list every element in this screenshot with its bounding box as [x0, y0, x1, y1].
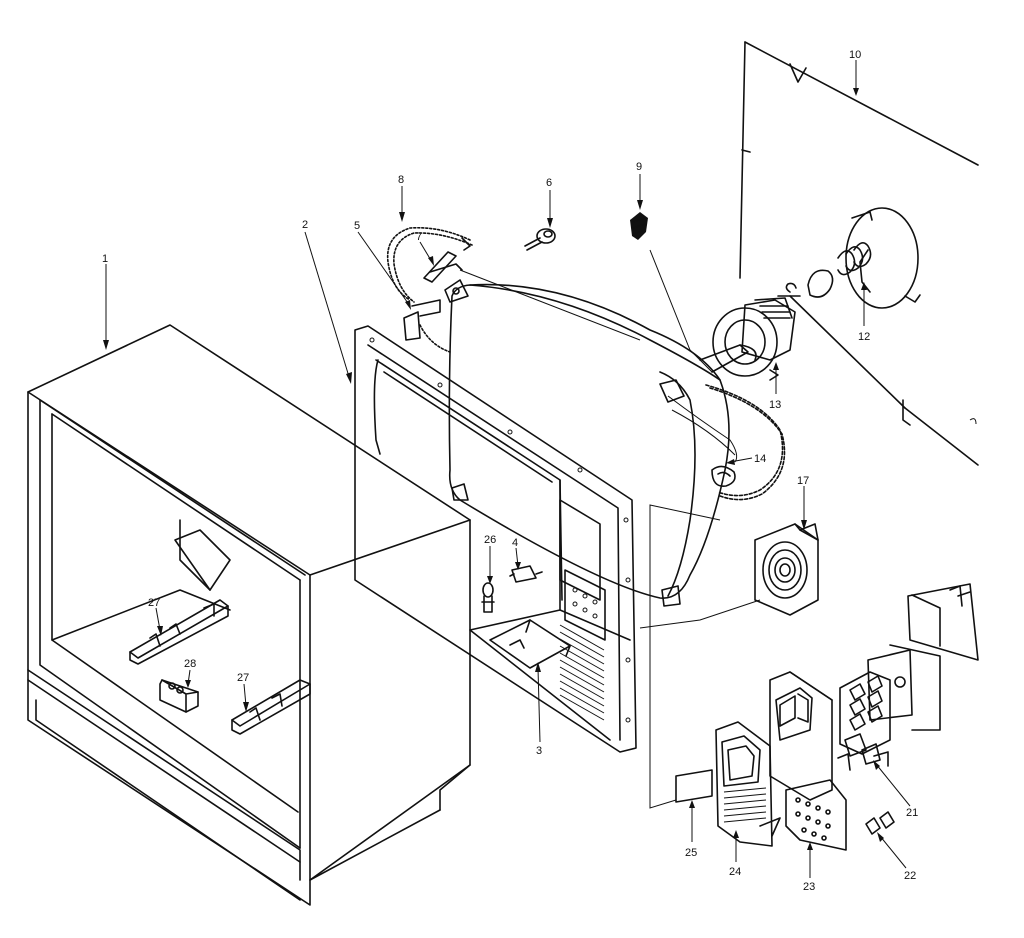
callout-3: 3: [536, 745, 542, 757]
callout-9: 9: [636, 161, 642, 173]
control-board: [837, 583, 979, 771]
callout-26: 26: [484, 534, 496, 546]
callout-27-lower: 27: [237, 672, 249, 684]
callout-24: 24: [729, 866, 741, 878]
callout-10: 10: [849, 49, 861, 61]
callout-13: 13: [769, 399, 781, 411]
callout-8: 8: [398, 174, 404, 186]
callout-23: 23: [803, 881, 815, 893]
callout-7: 7: [416, 231, 422, 243]
cabinet-rail-upper: [129, 599, 229, 665]
switch: [509, 565, 543, 583]
callouts: 1 2 3 4 5 6 7 8 9 10 12 13 14 17 21 22 2: [102, 49, 918, 893]
clamp: [423, 251, 463, 283]
callout-17: 17: [797, 475, 809, 487]
callout-6: 6: [546, 177, 552, 189]
callout-14: 14: [754, 453, 766, 465]
bracket: [489, 619, 571, 669]
callout-21: 21: [906, 807, 918, 819]
crt-tube: [444, 279, 757, 607]
alignment-lines: [459, 249, 761, 809]
callout-28: 28: [184, 658, 196, 670]
clip: [403, 299, 441, 341]
callout-5: 5: [354, 220, 360, 232]
degaussing-coil: [386, 226, 473, 353]
callout-4: 4: [512, 537, 518, 549]
callout-22: 22: [904, 870, 916, 882]
deflection-yoke: [777, 207, 921, 309]
label: [675, 769, 713, 803]
knobs: [865, 811, 895, 835]
screw: [524, 228, 556, 251]
callout-25: 25: [685, 847, 697, 859]
spring: [630, 212, 648, 240]
callout-12: 12: [858, 331, 870, 343]
front-frame: [354, 325, 637, 753]
speaker: [754, 523, 819, 616]
callout-2: 2: [302, 219, 308, 231]
control-panel: [769, 671, 847, 851]
front-panel: [715, 721, 781, 847]
connector: [159, 679, 199, 713]
cabinet: [27, 324, 471, 906]
socket-board: [712, 297, 796, 381]
back-cover: [739, 41, 979, 466]
callout-1: 1: [102, 253, 108, 265]
lamp: [481, 582, 495, 613]
ground-wire: [705, 384, 786, 501]
callout-27-upper: 27: [148, 597, 160, 609]
cabinet-rail-lower: [231, 679, 311, 735]
